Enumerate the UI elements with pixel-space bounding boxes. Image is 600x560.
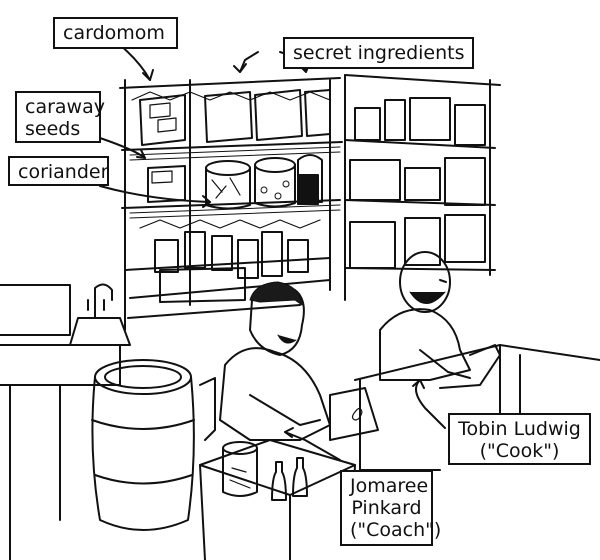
- label-jomaree-pinkard: Jomaree Pinkard ("Coach"): [340, 470, 442, 546]
- label-coriander: coriander: [8, 156, 109, 186]
- label-coriander-text: coriander: [18, 161, 109, 183]
- barrel: [91, 359, 195, 531]
- label-caraway-line1: caraway: [25, 96, 105, 118]
- label-tobin-ludwig: Tobin Ludwig ("Cook"): [448, 413, 591, 465]
- right-shelf-unit: [344, 74, 501, 276]
- label-tobin-role: ("Cook"): [479, 440, 560, 462]
- left-counter: [0, 284, 121, 560]
- lower-shelf-jars: [154, 231, 309, 303]
- left-shelf-unit: [119, 74, 346, 331]
- label-cardomom: cardomom: [53, 17, 178, 49]
- label-arrows: [99, 44, 446, 461]
- front-table: [199, 439, 356, 560]
- chair: [199, 377, 216, 441]
- tobin-figure: [379, 251, 501, 389]
- label-cardomom-text: cardomom: [63, 22, 165, 44]
- label-jomaree-role: ("Coach"): [350, 519, 442, 541]
- sink: [69, 283, 131, 346]
- label-secret-ingredients-text: secret ingredients: [293, 42, 465, 64]
- label-jomaree-first: Jomaree: [350, 475, 429, 497]
- label-tobin-name: Tobin Ludwig: [458, 418, 581, 440]
- jomaree-figure: [219, 281, 379, 441]
- top-shelf-containers: [139, 89, 331, 146]
- label-caraway-seeds: caraway seeds: [15, 91, 105, 143]
- label-caraway-line2: seeds: [25, 118, 81, 140]
- label-secret-ingredients: secret ingredients: [283, 37, 474, 69]
- label-jomaree-last: Pinkard: [351, 497, 422, 519]
